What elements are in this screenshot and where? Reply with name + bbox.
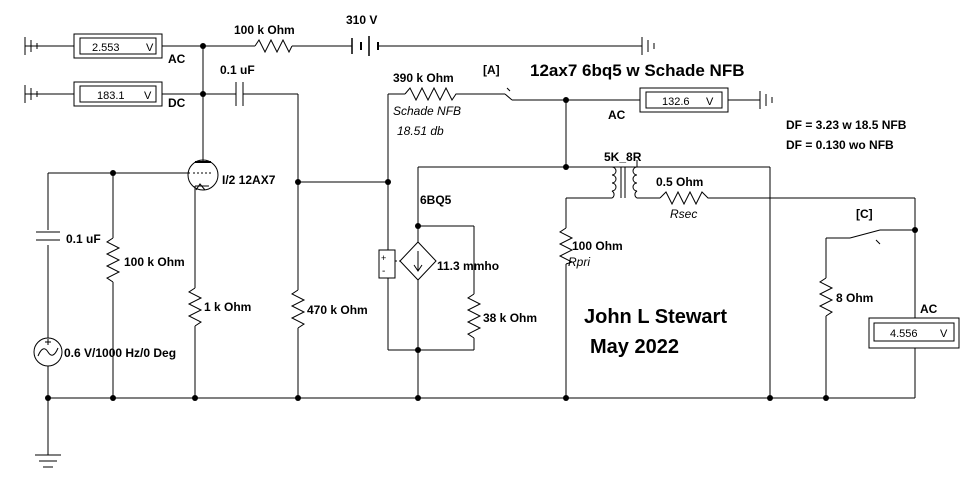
schade-nfb-label: Schade NFB bbox=[393, 104, 461, 118]
df-nfb-note: DF = 3.23 w 18.5 NFB bbox=[786, 118, 907, 132]
rsec-value-label: 0.5 Ohm bbox=[656, 175, 703, 189]
meter1-ground-icon bbox=[24, 37, 74, 55]
input-cap-label: 0.1 uF bbox=[66, 232, 101, 246]
resistor-cathode-icon bbox=[187, 287, 203, 327]
resistor-plate-icon bbox=[254, 38, 293, 54]
supply-ground-icon bbox=[641, 37, 655, 55]
resistor-grid-icon bbox=[105, 237, 121, 283]
meter-2-mode: DC bbox=[168, 96, 186, 110]
switch-a-icon[interactable] bbox=[465, 87, 513, 101]
schade-db-label: 18.51 db bbox=[397, 124, 444, 138]
resistor-schade-icon bbox=[404, 86, 460, 102]
meter-3: 132.6 V bbox=[639, 87, 729, 113]
resistor-load-icon bbox=[818, 277, 834, 317]
meter-4: 4.556 V bbox=[868, 317, 960, 349]
capacitor-input-icon bbox=[36, 231, 60, 241]
svg-text:2.553: 2.553 bbox=[92, 42, 120, 54]
schade-resistor-label: 390 k Ohm bbox=[393, 71, 454, 85]
author-label: John L Stewart bbox=[584, 306, 727, 328]
tube-v1-label: I/2 12AX7 bbox=[222, 173, 276, 187]
resistor-38k-icon bbox=[466, 293, 482, 339]
load-resistor-label: 8 Ohm bbox=[836, 291, 873, 305]
triode-tube-icon bbox=[187, 158, 219, 192]
switch-c-icon[interactable] bbox=[849, 229, 881, 245]
df-wo-note: DF = 0.130 wo NFB bbox=[786, 138, 894, 152]
diagram-title: 12ax7 6bq5 w Schade NFB bbox=[530, 61, 744, 80]
meter-2: 183.1 V bbox=[73, 81, 163, 107]
ac-source-icon bbox=[33, 337, 63, 367]
resistor-rpri-icon bbox=[558, 227, 574, 265]
svg-text:4.556: 4.556 bbox=[890, 328, 918, 340]
gm-label: 11.3 mmho bbox=[437, 259, 499, 273]
battery-icon bbox=[351, 36, 379, 56]
meter3-ground-icon bbox=[759, 91, 773, 109]
resistor-470k-icon bbox=[290, 289, 306, 329]
plate2-resistor-label: 38 k Ohm bbox=[483, 311, 537, 325]
rpri-name-label: Rpri bbox=[568, 255, 590, 269]
cathode-resistor-label: 1 k Ohm bbox=[204, 300, 251, 314]
rsec-name-label: Rsec bbox=[670, 207, 697, 221]
date-label: May 2022 bbox=[590, 336, 679, 358]
switch-c-label: [C] bbox=[856, 207, 873, 221]
plate-resistor-label: 100 k Ohm bbox=[234, 23, 295, 37]
transformer-label: 5K_8R bbox=[604, 150, 642, 164]
transformer-icon bbox=[610, 160, 639, 199]
meter2-ground-icon bbox=[24, 85, 74, 103]
main-ground-icon bbox=[35, 454, 61, 468]
tube-v2-label: 6BQ5 bbox=[420, 193, 452, 207]
vccs-plus-sign: + bbox=[381, 253, 386, 263]
switch-a-label: [A] bbox=[483, 63, 500, 77]
vccs-source-icon bbox=[378, 241, 437, 281]
junction-dots bbox=[45, 43, 918, 401]
svg-text:V: V bbox=[144, 90, 152, 102]
meter-3-mode: AC bbox=[608, 108, 626, 122]
supply-voltage-label: 310 V bbox=[346, 13, 377, 27]
resistor-rsec-icon bbox=[659, 190, 710, 206]
coupling-cap-label: 0.1 uF bbox=[220, 63, 255, 77]
grid-resistor-label: 100 k Ohm bbox=[124, 255, 185, 269]
meter-1-mode: AC bbox=[168, 52, 186, 66]
meter-1: 2.553 V bbox=[73, 33, 163, 59]
svg-text:183.1: 183.1 bbox=[97, 90, 125, 102]
svg-text:V: V bbox=[146, 42, 154, 54]
meter-4-mode: AC bbox=[920, 302, 938, 316]
svg-text:V: V bbox=[706, 96, 714, 108]
svg-text:V: V bbox=[940, 328, 948, 340]
source-label: 0.6 V/1000 Hz/0 Deg bbox=[64, 346, 176, 360]
rpri-value-label: 100 Ohm bbox=[572, 239, 623, 253]
grid2-resistor-label: 470 k Ohm bbox=[307, 303, 368, 317]
svg-text:132.6: 132.6 bbox=[662, 96, 690, 108]
vccs-minus-sign: - bbox=[382, 266, 385, 277]
capacitor-coupling-icon bbox=[230, 82, 248, 106]
